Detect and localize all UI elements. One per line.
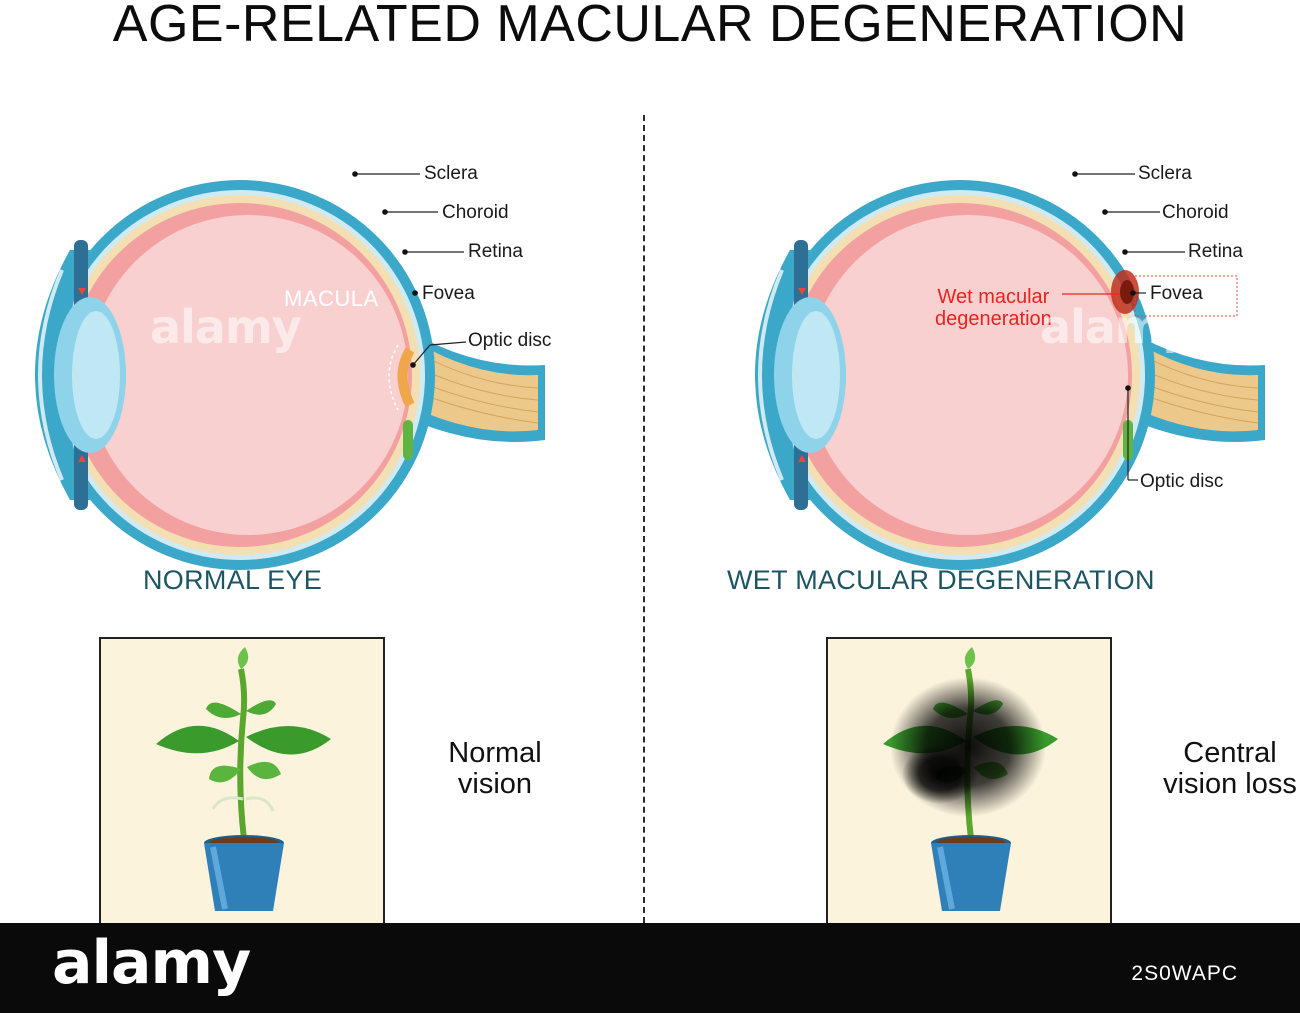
label-optic-disc: Optic disc [1140,471,1224,492]
optic-disc [403,420,413,460]
caption-wet-macular-degeneration: WET MACULAR DEGENERATION [727,565,1155,595]
leaf [246,700,276,715]
wet-amd-eye-diagram [755,171,1265,570]
fovea-highlight-box [1134,275,1238,317]
leaf [247,761,281,780]
page-title: AGE-RELATED MACULAR DEGENERATION [112,0,1188,53]
normal-eye-diagram [35,171,545,570]
macula-region [397,347,415,408]
image-code: 2S0WAPC [1131,962,1238,985]
footer-bar [0,923,1300,1013]
central-vision-loss-text: Central vision loss [1163,737,1297,800]
label-choroid: Choroid [442,202,509,223]
leaf [156,725,239,754]
label-optic-disc: Optic disc [468,330,552,351]
label-choroid: Choroid [1162,202,1229,223]
plant-illustration [156,647,331,911]
bud [964,647,976,669]
center-divider [643,115,645,923]
label-fovea: Fovea [1150,283,1203,304]
caption-normal-eye: NORMAL EYE [143,565,323,595]
vitreous-body [808,215,1128,535]
brand-logo: alamy [52,928,251,998]
watermark: alamy [150,300,302,354]
bud [237,647,249,669]
vitreous-body [88,215,408,535]
label-sclera: Sclera [1138,163,1192,184]
plant-illustration-blurred [883,647,1058,911]
watermark: alamy [1040,300,1192,354]
label-fovea: Fovea [422,283,475,304]
central-vision-loss-card [826,637,1112,927]
label-sclera: Sclera [424,163,478,184]
leaf [246,725,331,755]
central-vision-blot [890,677,1046,817]
normal-vision-card [99,637,385,927]
normal-vision-text: Normal vision [448,737,542,800]
label-retina: Retina [468,241,523,262]
leaf [206,702,241,718]
label-wet-macular-degeneration: Wet macular degeneration [935,286,1052,330]
leaf [209,765,241,783]
label-macula: MACULA [284,286,379,311]
label-retina: Retina [1188,241,1243,262]
